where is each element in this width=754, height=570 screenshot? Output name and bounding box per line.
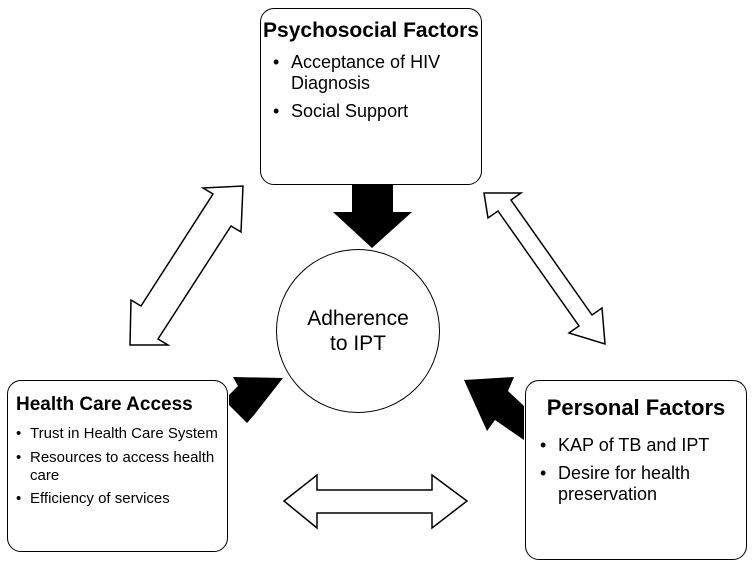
list-item: Efficiency of services [16,490,227,508]
outline-arrow-psychosocial-personal [483,192,606,346]
personal-factors-title: Personal Factors [546,395,726,420]
list-item: Desire for health preservation [538,463,746,505]
health-care-access-list: Trust in Health Care System Resources to… [16,425,227,508]
list-item: Acceptance of HIV Diagnosis [271,52,481,94]
psychosocial-factors-list: Acceptance of HIV Diagnosis Social Suppo… [271,52,481,123]
adherence-center-circle: Adherence to IPT [276,249,440,413]
center-label: Adherence to IPT [307,306,409,355]
list-item: Resources to access health care [16,449,227,484]
solid-arrow-psychosocial-to-center [333,185,412,248]
outline-arrow-psychosocial-health [129,185,244,346]
solid-arrow-health-to-center [229,377,283,423]
personal-factors-list: KAP of TB and IPT Desire for health pres… [538,435,746,506]
psychosocial-factors-title: Psychosocial Factors [263,19,479,42]
list-item: Trust in Health Care System [16,425,227,443]
psychosocial-factors-box: Psychosocial Factors Acceptance of HIV D… [260,8,482,185]
list-item: KAP of TB and IPT [538,435,746,456]
health-care-access-box: Health Care Access Trust in Health Care … [7,380,228,552]
solid-arrow-personal-to-center [464,377,524,440]
outline-arrow-health-personal [282,473,469,530]
list-item: Social Support [271,101,481,122]
health-care-access-title: Health Care Access [16,394,193,415]
personal-factors-box: Personal Factors KAP of TB and IPT Desir… [525,380,747,560]
